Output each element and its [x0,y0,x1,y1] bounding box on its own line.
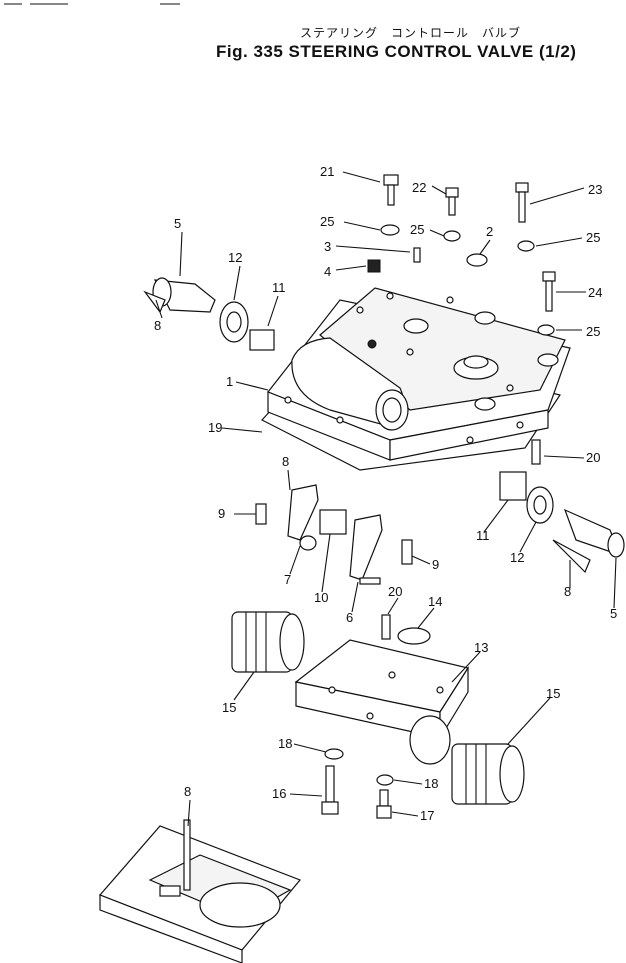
callout-8: 8 [282,454,289,469]
callout-13: 13 [474,640,488,655]
callout-25: 25 [410,222,424,237]
callout-11: 11 [476,528,490,543]
callout-8: 8 [154,318,161,333]
left-spool-assembly [143,277,275,351]
top-bolts [367,174,556,336]
lower-bolts [321,748,394,819]
callout-23: 23 [588,182,602,197]
callout-7: 7 [284,572,291,587]
callout-8: 8 [184,784,191,799]
callout-25: 25 [586,230,600,245]
callout-12: 12 [228,250,242,265]
valve-body-lower [294,639,469,765]
callout-18: 18 [424,776,438,791]
callout-22: 22 [412,180,426,195]
mounting-base [98,819,301,963]
callout-20: 20 [388,584,402,599]
callout-16: 16 [272,786,286,801]
callout-18: 18 [278,736,292,751]
right-spool-assembly [499,439,625,574]
callout-17: 17 [420,808,434,823]
pistons [231,611,525,805]
callout-14: 14 [428,594,442,609]
callout-1: 1 [226,374,233,389]
title-japanese: ステアリング コントロール バルブ [300,26,522,40]
callout-21: 21 [320,164,334,179]
callout-19: 19 [208,420,222,435]
callout-15: 15 [222,700,236,715]
callout-9: 9 [218,506,225,521]
part-callouts: 21 22 23 25 25 2 25 3 4 24 25 5 12 11 8 … [154,164,617,823]
callout-25: 25 [320,214,334,229]
callout-11: 11 [272,280,286,295]
callout-3: 3 [324,239,331,254]
valve-body-upper [261,287,571,471]
callout-4: 4 [324,264,331,279]
callout-6: 6 [346,610,353,625]
callout-25: 25 [586,324,600,339]
callout-8: 8 [564,584,571,599]
callout-5: 5 [610,606,617,621]
lever-parts [255,484,431,645]
figure-title: Fig. 335 STEERING CONTROL VALVE (1/2) [216,42,577,61]
callout-20: 20 [586,450,600,465]
callout-15: 15 [546,686,560,701]
callout-5: 5 [174,216,181,231]
leader-lines [155,171,617,827]
callout-24: 24 [588,285,602,300]
callout-12: 12 [510,550,524,565]
callout-9: 9 [432,557,439,572]
callout-10: 10 [314,590,328,605]
callout-2: 2 [486,224,493,239]
